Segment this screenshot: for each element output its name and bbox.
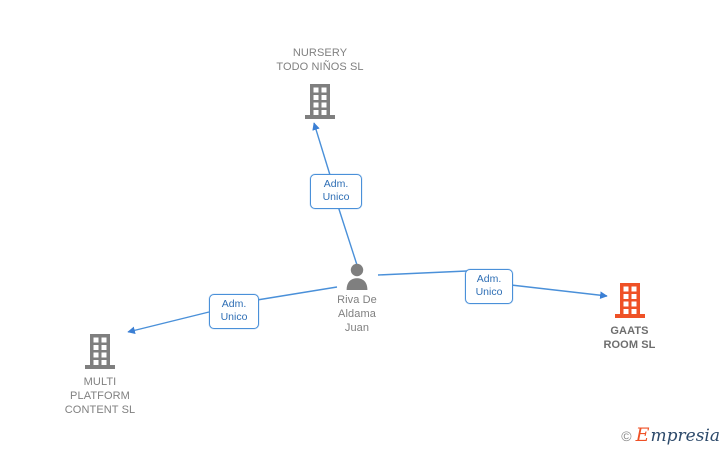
edge-label-gaats[interactable]: Adm. Unico [465,269,513,304]
brand-initial: E [635,424,650,446]
node-nursery-icon-wrap [245,83,395,121]
person-icon [346,263,368,290]
node-person[interactable]: Riva De Aldama Juan [307,262,407,335]
node-gaats[interactable]: GAATS ROOM SL [577,282,682,352]
watermark: © E mpresia [621,426,720,445]
building-icon [305,84,335,119]
node-multi-icon-wrap [50,333,150,371]
brand-name: mpresia [650,426,721,446]
node-person-label: Riva De Aldama Juan [337,294,377,334]
edge-label-multi[interactable]: Adm. Unico [209,294,259,329]
node-person-icon-wrap [307,262,407,290]
edge-line-person-to-gaats-label [377,270,468,276]
node-gaats-icon-wrap [577,282,682,320]
edge-line-multi-label-to-multi [127,311,210,335]
node-nursery[interactable]: NURSERY TODO NIÑOS SL [245,46,395,121]
copyright-icon: © [621,428,632,444]
edge-line-nursery-label-to-nursery [312,122,331,176]
node-gaats-label: GAATS ROOM SL [603,325,656,351]
edge-line-person-to-nursery-label [336,202,358,266]
node-multi-label: MULTI PLATFORM CONTENT SL [64,376,136,416]
edge-line-gaats-label-to-gaats [510,284,608,300]
edge-line-person-to-multi-label [256,286,338,301]
node-nursery-label: NURSERY TODO NIÑOS SL [276,47,364,73]
node-multi[interactable]: MULTI PLATFORM CONTENT SL [50,333,150,417]
building-icon [614,283,645,318]
edge-label-nursery[interactable]: Adm. Unico [310,174,362,209]
building-icon [85,334,115,369]
